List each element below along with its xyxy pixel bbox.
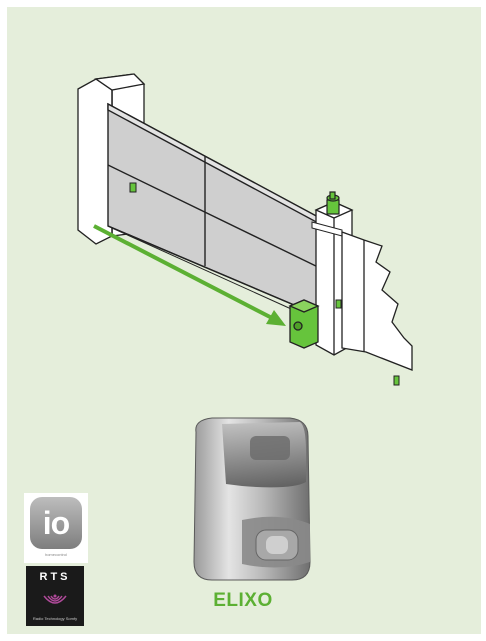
sliding-gate-illustration (77, 73, 413, 386)
io-logo-sub: homecontrol (44, 552, 67, 557)
ground-stop (393, 375, 400, 386)
right-wall (341, 231, 413, 371)
key-switch-icon (326, 191, 340, 215)
motor-unit-illustration (193, 417, 311, 581)
direction-arrow (93, 224, 286, 326)
io-logo-text: io (42, 504, 70, 541)
page-panel: io homecontrol RTS Radio Technology Somf… (7, 7, 481, 634)
gate-panel (107, 102, 321, 323)
radio-waves-icon (43, 594, 67, 604)
io-badge: io (30, 497, 82, 549)
wall-guide (335, 299, 342, 309)
gate-motor (288, 299, 320, 349)
io-homecontrol-logo: io homecontrol (24, 493, 88, 563)
product-name: ELIXO (213, 590, 273, 611)
rts-logo-sub: Radio Technology Somfy (32, 616, 78, 621)
gate-guide (129, 182, 137, 193)
rts-logo-text: RTS (39, 571, 71, 583)
rts-logo: RTS Radio Technology Somfy (26, 566, 84, 626)
